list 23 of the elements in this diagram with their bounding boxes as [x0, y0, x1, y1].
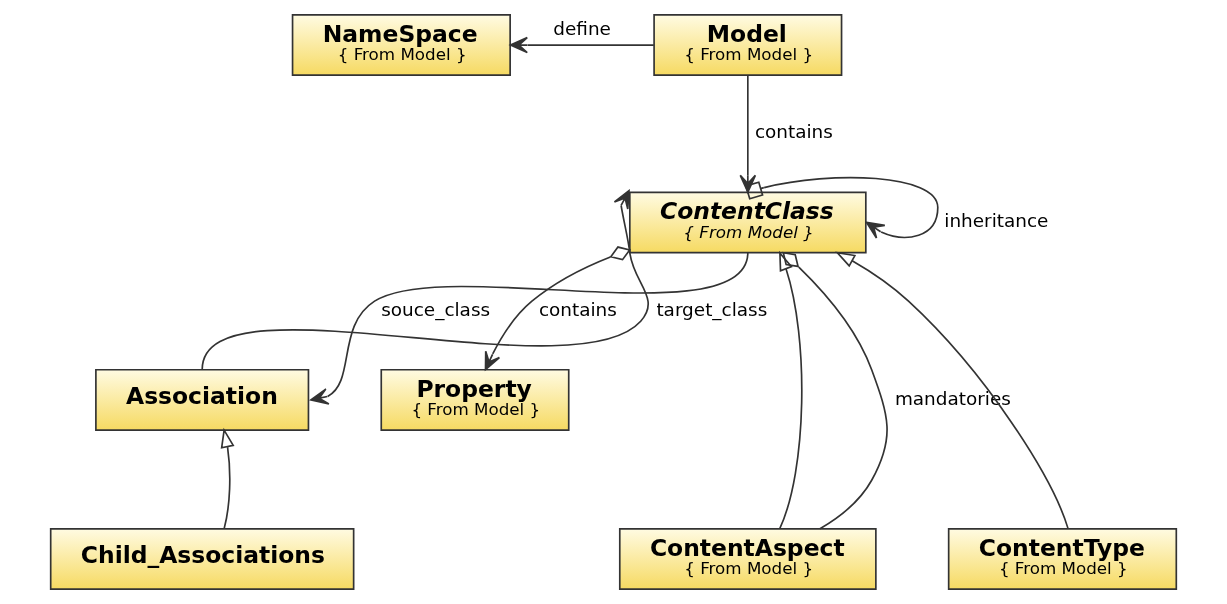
node-box: ContentAspect { From Model } — [618, 527, 877, 590]
edge-label: contains — [538, 298, 617, 320]
arrow — [778, 250, 803, 530]
arrow — [310, 251, 749, 405]
arrow — [220, 427, 235, 530]
arrow — [509, 36, 655, 54]
node-box: NameSpace { From Model } — [291, 14, 511, 77]
arrow — [744, 176, 939, 239]
edge-label: contains — [754, 121, 833, 143]
node-box: Association — [95, 368, 310, 431]
arrow — [835, 251, 1069, 530]
arrow — [484, 246, 632, 371]
edge-label: inheritance — [944, 210, 1049, 232]
edge-label: target_class — [656, 298, 768, 320]
edge-label: define — [553, 17, 611, 39]
node-box: Property { From Model } — [380, 368, 570, 431]
arrow — [201, 189, 650, 371]
node-box: Model { From Model } — [653, 14, 843, 77]
edge-label: souce_class — [381, 298, 491, 320]
node-box: Child_Associations — [49, 527, 355, 590]
connector — [782, 251, 888, 530]
node-box: ContentType { From Model } — [947, 527, 1178, 590]
node-box: ContentClass { From Model } — [629, 191, 867, 254]
